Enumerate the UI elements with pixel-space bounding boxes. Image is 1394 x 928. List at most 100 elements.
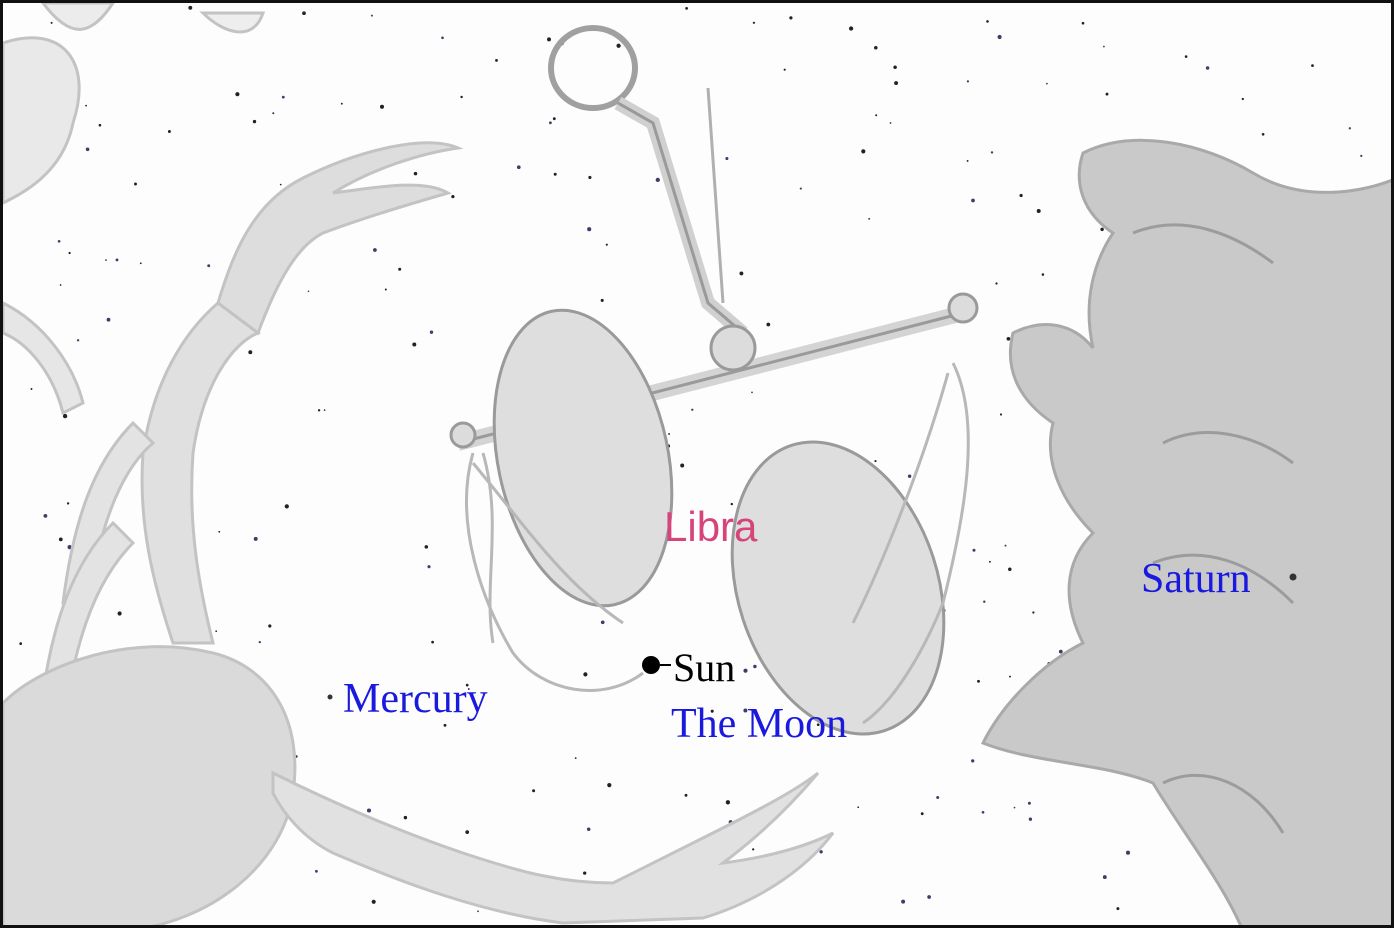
star (425, 545, 429, 549)
star (207, 264, 210, 267)
star (1360, 155, 1362, 157)
star (107, 318, 111, 322)
scorpius-figure (3, 3, 833, 928)
star (254, 537, 258, 541)
star (601, 620, 605, 624)
star (248, 350, 252, 354)
star (726, 800, 730, 804)
star (68, 252, 70, 254)
star (324, 409, 326, 411)
star (789, 16, 792, 19)
star (874, 46, 878, 50)
mercury-label: Mercury (343, 678, 488, 720)
star (875, 114, 877, 116)
star (116, 258, 119, 261)
star (575, 757, 577, 759)
star (1046, 83, 1048, 85)
star (751, 391, 753, 393)
star (1059, 650, 1063, 654)
star (140, 262, 142, 264)
star (1029, 818, 1032, 821)
star (308, 290, 310, 292)
star (553, 117, 556, 120)
star (1349, 127, 1351, 129)
star (901, 900, 905, 904)
star (849, 26, 853, 30)
star (743, 669, 747, 673)
star (272, 112, 274, 114)
star (1014, 807, 1016, 809)
star (583, 672, 587, 676)
star (739, 271, 743, 275)
star (691, 409, 693, 411)
star (259, 641, 261, 643)
star (372, 900, 376, 904)
star (31, 388, 33, 390)
star (1042, 273, 1045, 276)
star (1082, 22, 1085, 25)
star (134, 183, 137, 186)
star (868, 218, 870, 220)
star (280, 184, 282, 186)
star (547, 37, 551, 41)
moon-label: The Moon (671, 703, 847, 745)
star (890, 122, 892, 124)
star (285, 504, 289, 508)
star (430, 331, 433, 334)
star (983, 600, 985, 602)
star (188, 6, 192, 10)
star (60, 284, 62, 286)
star (1028, 802, 1031, 805)
saturn-label: Saturn (1141, 558, 1251, 600)
star (218, 531, 220, 533)
star (460, 96, 462, 98)
star (857, 806, 859, 808)
star (1311, 64, 1314, 67)
star (532, 789, 535, 792)
mercury-marker (328, 695, 333, 700)
star (753, 665, 756, 668)
star (800, 188, 802, 190)
star (893, 65, 897, 69)
star (412, 343, 416, 347)
star (1000, 413, 1002, 415)
star (588, 176, 591, 179)
star (215, 630, 217, 632)
star (1007, 337, 1011, 341)
star (105, 259, 107, 261)
star (43, 514, 47, 518)
virgo-figure (983, 140, 1394, 928)
star (583, 871, 586, 874)
sun-label: Sun (673, 648, 735, 688)
star (367, 808, 371, 812)
star (995, 282, 997, 284)
star (1116, 907, 1119, 910)
star (606, 244, 608, 246)
star (752, 848, 754, 850)
star (67, 502, 69, 504)
star (1103, 46, 1105, 48)
star (495, 59, 498, 62)
star (1103, 875, 1107, 879)
star (587, 828, 591, 832)
star (19, 642, 22, 645)
star (431, 641, 434, 644)
star (982, 811, 985, 814)
star (894, 81, 898, 85)
star (725, 157, 728, 160)
star (58, 240, 61, 243)
star (680, 464, 684, 468)
star (59, 538, 63, 542)
star (616, 44, 620, 48)
star (268, 624, 271, 627)
constellation-artwork (3, 3, 1394, 928)
star (99, 124, 102, 127)
star (1262, 133, 1265, 136)
star (685, 794, 688, 797)
star (549, 121, 552, 124)
star (414, 172, 418, 176)
star (371, 15, 373, 17)
star (315, 870, 318, 873)
star (861, 149, 865, 153)
star (753, 22, 755, 24)
